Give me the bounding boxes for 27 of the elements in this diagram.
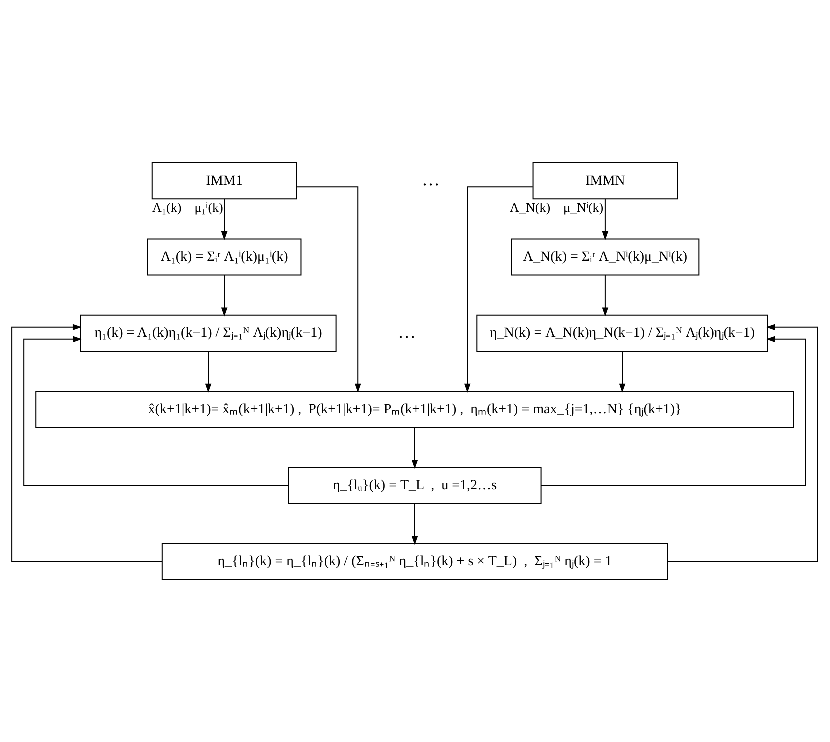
arrow [296,186,362,392]
label: … [398,321,416,342]
arrow [412,502,418,545]
node-box: Λ_N(k) = Σᵢʳ Λ_Nⁱ(k)μ_Nⁱ(k) [511,238,700,276]
arrow [540,336,806,486]
arrow [24,336,290,486]
edge-label: Λ_N(k) μ_Nⁱ(k) [510,199,604,214]
node-box: IMM1 [152,162,298,200]
arrow [602,198,609,240]
arrow [619,350,626,392]
node-box: η_N(k) = Λ_N(k)η_N(k−1) / Σⱼ₌₁ᴺ Λⱼ(k)ηⱼ(k−1) [476,314,768,352]
arrow [221,198,228,240]
label: … [422,168,440,189]
arrow [464,186,534,392]
node-box: IMMN [532,162,678,200]
arrow [412,426,418,469]
node-box: η₁(k) = Λ₁(k)η₁(k−1) / Σⱼ₌₁ᴺ Λⱼ(k)ηⱼ(k−1) [80,314,337,352]
node-box: η_{lₙ}(k) = η_{lₙ}(k) / (Σₙ₌ₛ₊₁ᴺ η_{lₙ}(k) + s × T_L) , Σⱼ₌₁ᴺ ηⱼ(k) = 1 [162,542,668,580]
node-box: x̂(k+1|k+1)= x̂ₘ(k+1|k+1) , P(k+1|k+1)= Pₘ(k+1|k+1) , ηₘ(k+1) = max_{j=1,…N} {ηⱼ(k+1)} [36,390,794,428]
node-box: Λ₁(k) = Σᵢʳ Λ₁ⁱ(k)μ₁ⁱ(k) [147,238,302,276]
arrow [12,324,163,562]
arrow [667,324,818,562]
arrow [205,350,212,392]
arrow [602,274,609,316]
edge-label: Λ₁(k) μ₁ⁱ(k) [152,199,224,214]
node-box: η_{lᵤ}(k) = T_L , u =1,2…s [288,466,542,504]
arrow [221,274,228,316]
